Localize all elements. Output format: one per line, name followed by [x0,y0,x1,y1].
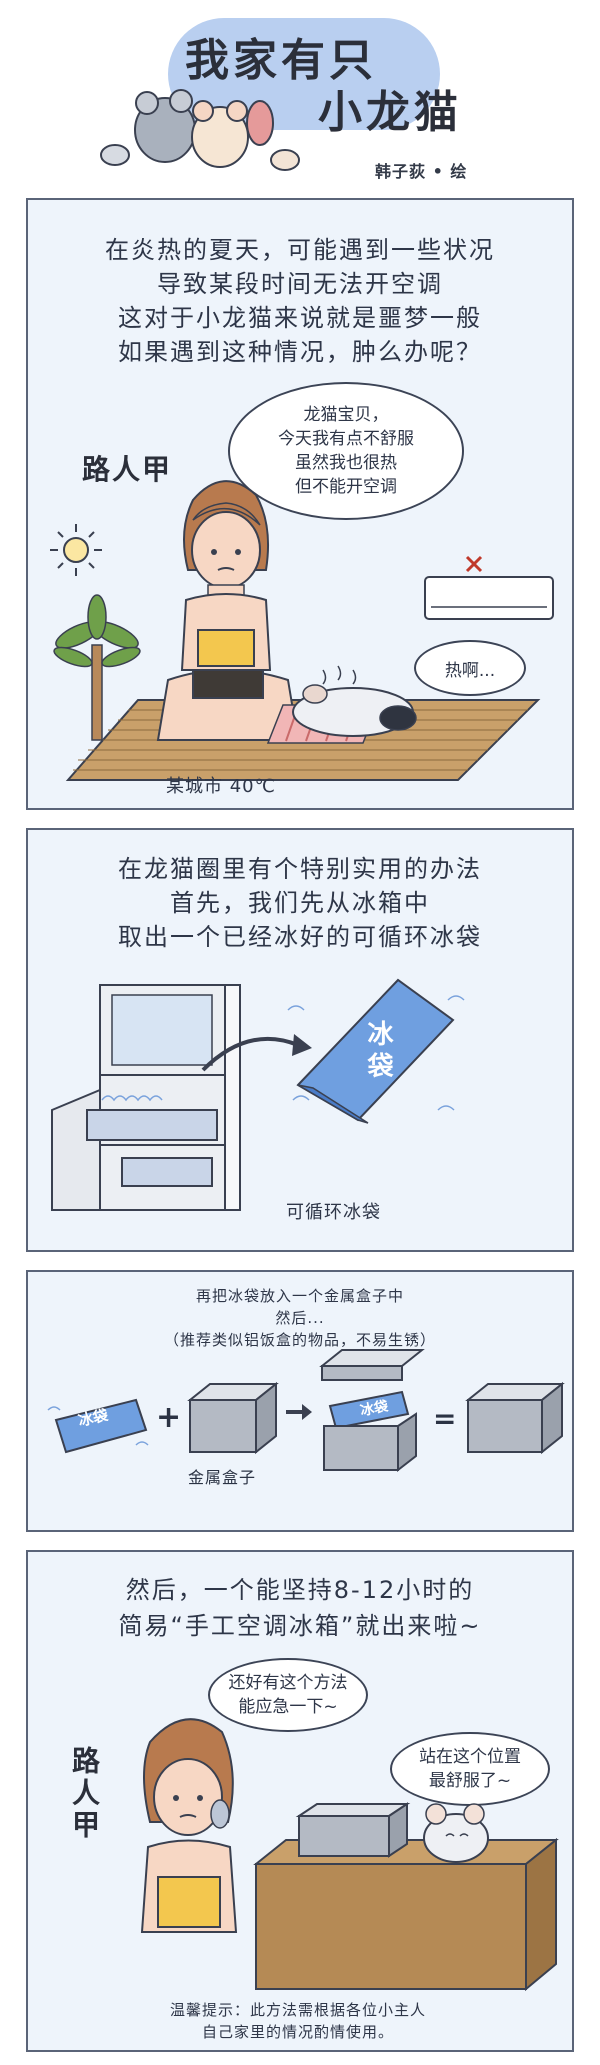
metal-box-label: 金属盒子 [188,1468,257,1487]
character-label-2: 路人甲 [68,1746,101,1842]
metal-box [187,1381,279,1455]
plus-sign: + [156,1400,182,1435]
panel1-narration: 在炎热的夏天，可能遇到一些状况 导致某段时间无法开空调 这对于小龙猫来说就是噩梦… [105,236,495,366]
box-with-ice-pack [319,1349,425,1473]
chinchilla-on-cabinet [423,1803,489,1863]
speech-bubble-chinchilla: 热啊... [414,640,526,696]
speech-bubble-person: 龙猫宝贝， 今天我有点不舒服 虽然我也很热 但不能开空调 [228,382,464,520]
ice-pack-small [47,1398,149,1454]
air-conditioner-icon [424,555,554,620]
speech-bubble-chinchilla-2: 站在这个位置 最舒服了~ [390,1732,550,1806]
refrigerator-illustration [51,984,241,1211]
panel-1: 在炎热的夏天，可能遇到一些状况 导致某段时间无法开空调 这对于小龙猫来说就是噩梦… [26,198,574,810]
panel-2: 在龙猫圈里有个特别实用的办法 首先，我们先从冰箱中 取出一个已经冰好的可循环冰袋… [26,828,574,1252]
title-line1: 我家有只 [185,35,377,86]
ice-pack-caption: 可循环冰袋 [286,1202,381,1223]
title-line2: 小龙猫 [318,87,462,138]
metal-box-on-cabinet [295,1802,411,1858]
warm-tip: 温馨提示：此方法需根据各位小主人 自己家里的情况酌情使用。 [169,2001,426,2041]
panel3-narration: 再把冰袋放入一个金属盒子中 然后... （推荐类似铝饭盒的物品，不易生锈） [163,1287,436,1349]
arrow-right-icon [286,1404,312,1420]
panel-4: 然后，一个能坚持8-12小时的 简易“手工空调冰箱”就出来啦~ 还好有这个方法 … [26,1550,574,2052]
girl-character [156,480,300,741]
palm-plant [53,594,141,741]
ice-pack-label: 冰袋 [363,1020,393,1084]
author-credit: 韩子荻 • 绘 [375,162,468,181]
panel-3: 再把冰袋放入一个金属盒子中 然后... （推荐类似铝饭盒的物品，不易生锈） 冰袋… [26,1270,574,1532]
speech-bubble-person-2: 还好有这个方法 能应急一下~ [208,1658,368,1732]
panel4-narration: 然后，一个能坚持8-12小时的 简易“手工空调冰箱”就出来啦~ [118,1576,482,1640]
result-box [465,1381,565,1455]
arrow-right-icon [201,1034,312,1072]
lying-chinchilla [292,665,417,737]
header-chinchillas-illustration [100,89,300,171]
panel2-narration: 在龙猫圈里有个特别实用的办法 首先，我们先从冰箱中 取出一个已经冰好的可循环冰袋 [118,855,482,951]
sun-icon [50,524,102,576]
character-label: 路人甲 [82,453,173,486]
girl-character-2 [140,1718,238,1933]
ice-pack-large [287,978,465,1124]
equals-sign: = [433,1402,457,1435]
temperature-caption: 某城市 40℃ [166,776,276,797]
